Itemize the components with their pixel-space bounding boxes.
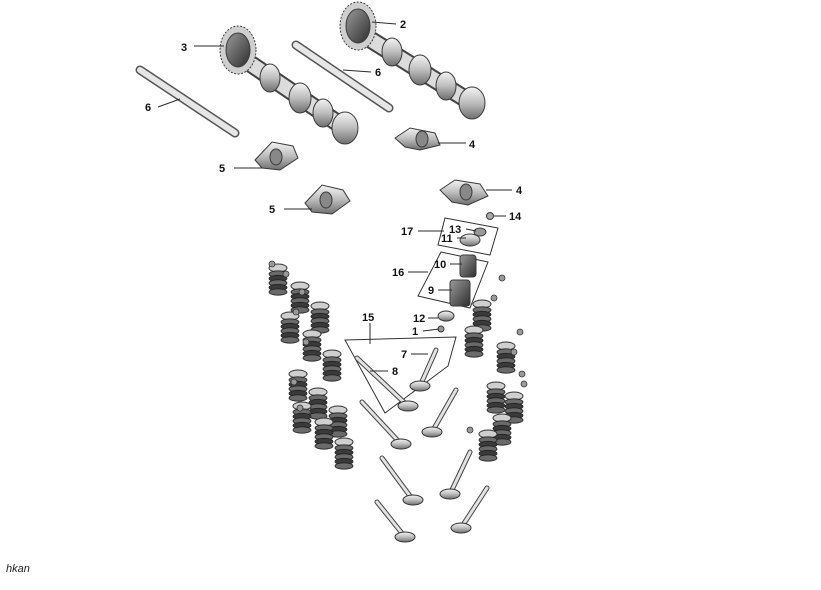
pushrod-right: [291, 40, 394, 113]
callout-4-upper: 4: [469, 139, 476, 151]
callout-5-lower: 5: [269, 204, 275, 216]
left-spring-10-coil: [314, 442, 334, 450]
rocker-arm-lower-right: [439, 179, 489, 206]
left-keeper-1: [282, 270, 290, 278]
valve-h-stem-highlight: [459, 486, 489, 530]
pushrod-left: [135, 65, 240, 138]
left-spring-6-coil: [288, 394, 308, 402]
valve-g-head: [439, 488, 461, 500]
callout-6-right: 6: [375, 67, 381, 79]
rocker-arm-upper-left: [254, 141, 299, 171]
right-keeper-6: [466, 426, 474, 434]
left-keeper-4: [302, 338, 310, 346]
valve-b-stem-highlight: [360, 400, 403, 446]
right-spring-2-coil: [496, 366, 516, 374]
valve-group-box: [344, 310, 457, 414]
valve-h-head: [450, 522, 472, 534]
callout-labels: 1 2 3 4 4 5 5 6 6 7 8 9 10: [145, 19, 523, 378]
camshaft-right: [339, 1, 486, 120]
left-spring-5-coil: [322, 374, 342, 382]
retainer-kit-box: [437, 212, 499, 256]
callout-12: 12: [413, 313, 425, 325]
callout-3: 3: [181, 42, 187, 54]
rocker-arm-lower-left: [304, 184, 351, 215]
right-keeper-3: [510, 348, 518, 356]
valve-spring-kit-box: [417, 251, 489, 309]
callout-4-lower: 4: [516, 185, 523, 197]
valve-d-stem-highlight: [375, 500, 407, 539]
callout-6-left: 6: [145, 102, 151, 114]
valve-springs-and-valves: [268, 260, 528, 543]
rocker-arm-upper-right: [394, 127, 441, 151]
callout-17: 17: [401, 226, 413, 238]
callout-16: 16: [392, 267, 404, 279]
left-keeper-2: [298, 288, 306, 296]
callout-8: 8: [392, 366, 398, 378]
left-spring-11-coil: [334, 462, 354, 470]
left-keeper-6: [296, 404, 304, 412]
callout-5-upper: 5: [219, 163, 225, 175]
valve-e-head: [409, 380, 431, 392]
valve-a-stem-highlight: [355, 356, 410, 408]
right-spring-6-coil: [478, 454, 498, 462]
camshaft-left: [219, 25, 359, 145]
left-keeper-5: [290, 378, 298, 386]
valve-e-stem-highlight: [418, 348, 438, 388]
right-spring-3-coil: [486, 406, 506, 414]
right-keeper-1: [490, 294, 498, 302]
callout-14: 14: [509, 211, 522, 223]
valve-f-stem-highlight: [430, 388, 458, 434]
left-spring-4-coil: [302, 354, 322, 362]
left-spring-9-coil: [292, 426, 312, 434]
left-keeper-3: [292, 308, 300, 316]
valve-b-head: [390, 438, 412, 450]
callout-10: 10: [434, 259, 446, 271]
callout-13: 13: [449, 224, 461, 236]
right-spring-1-coil: [464, 350, 484, 358]
callout-2: 2: [400, 19, 406, 31]
left-spring-0-coil: [268, 288, 288, 296]
valve-a-head: [397, 400, 419, 412]
callout-1: 1: [412, 326, 418, 338]
right-keeper-4: [518, 370, 526, 378]
right-keeper-5: [520, 380, 528, 388]
watermark-text: hkan: [6, 563, 30, 575]
valve-c-head: [402, 494, 424, 506]
right-keeper-2: [516, 328, 524, 336]
valve-c-stem-highlight: [380, 456, 415, 502]
right-keeper-0: [498, 274, 506, 282]
valve-f-head: [421, 426, 443, 438]
valve-d-head: [394, 531, 416, 543]
left-spring-3-coil: [280, 336, 300, 344]
callout-11: 11: [441, 233, 453, 245]
callout-7: 7: [401, 349, 407, 361]
callout-9: 9: [428, 285, 434, 297]
left-keeper-0: [268, 260, 276, 268]
valve-g-stem-highlight: [448, 450, 472, 496]
callout-15: 15: [362, 312, 374, 324]
